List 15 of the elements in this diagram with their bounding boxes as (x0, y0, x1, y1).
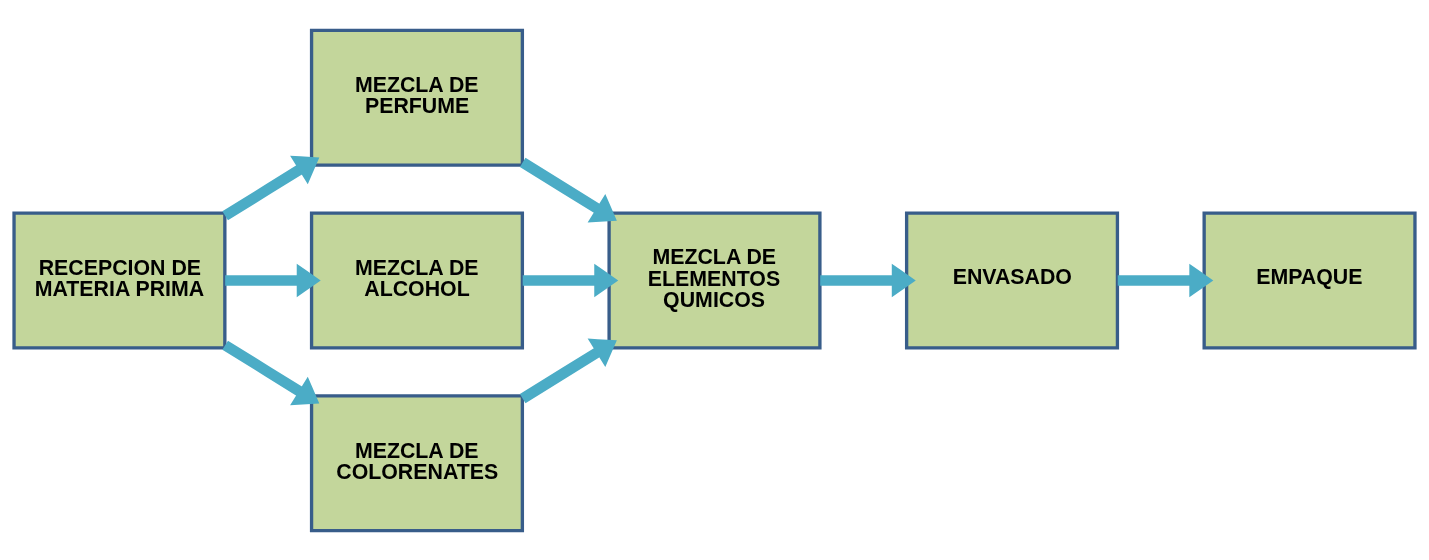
arrow (222, 340, 320, 405)
node-box: MEZCLA DE COLORENATES (309, 393, 525, 532)
arrow (222, 155, 320, 220)
node-box: EMPAQUE (1202, 210, 1417, 350)
arrow (519, 338, 617, 403)
arrow (225, 263, 321, 297)
arrow (522, 263, 619, 297)
node-box: MEZCLA DE ELEMENTOS QUMICOS (607, 210, 822, 350)
node-box: MEZCLA DE ALCOHOL (309, 210, 525, 350)
node-box: MEZCLA DE PERFUME (309, 28, 525, 167)
node-box: ENVASADO (904, 210, 1120, 350)
node-box: RECEPCION DE MATERIA PRIMA (12, 210, 227, 350)
arrow (820, 263, 916, 297)
arrow (519, 157, 617, 222)
arrow (1117, 263, 1214, 297)
